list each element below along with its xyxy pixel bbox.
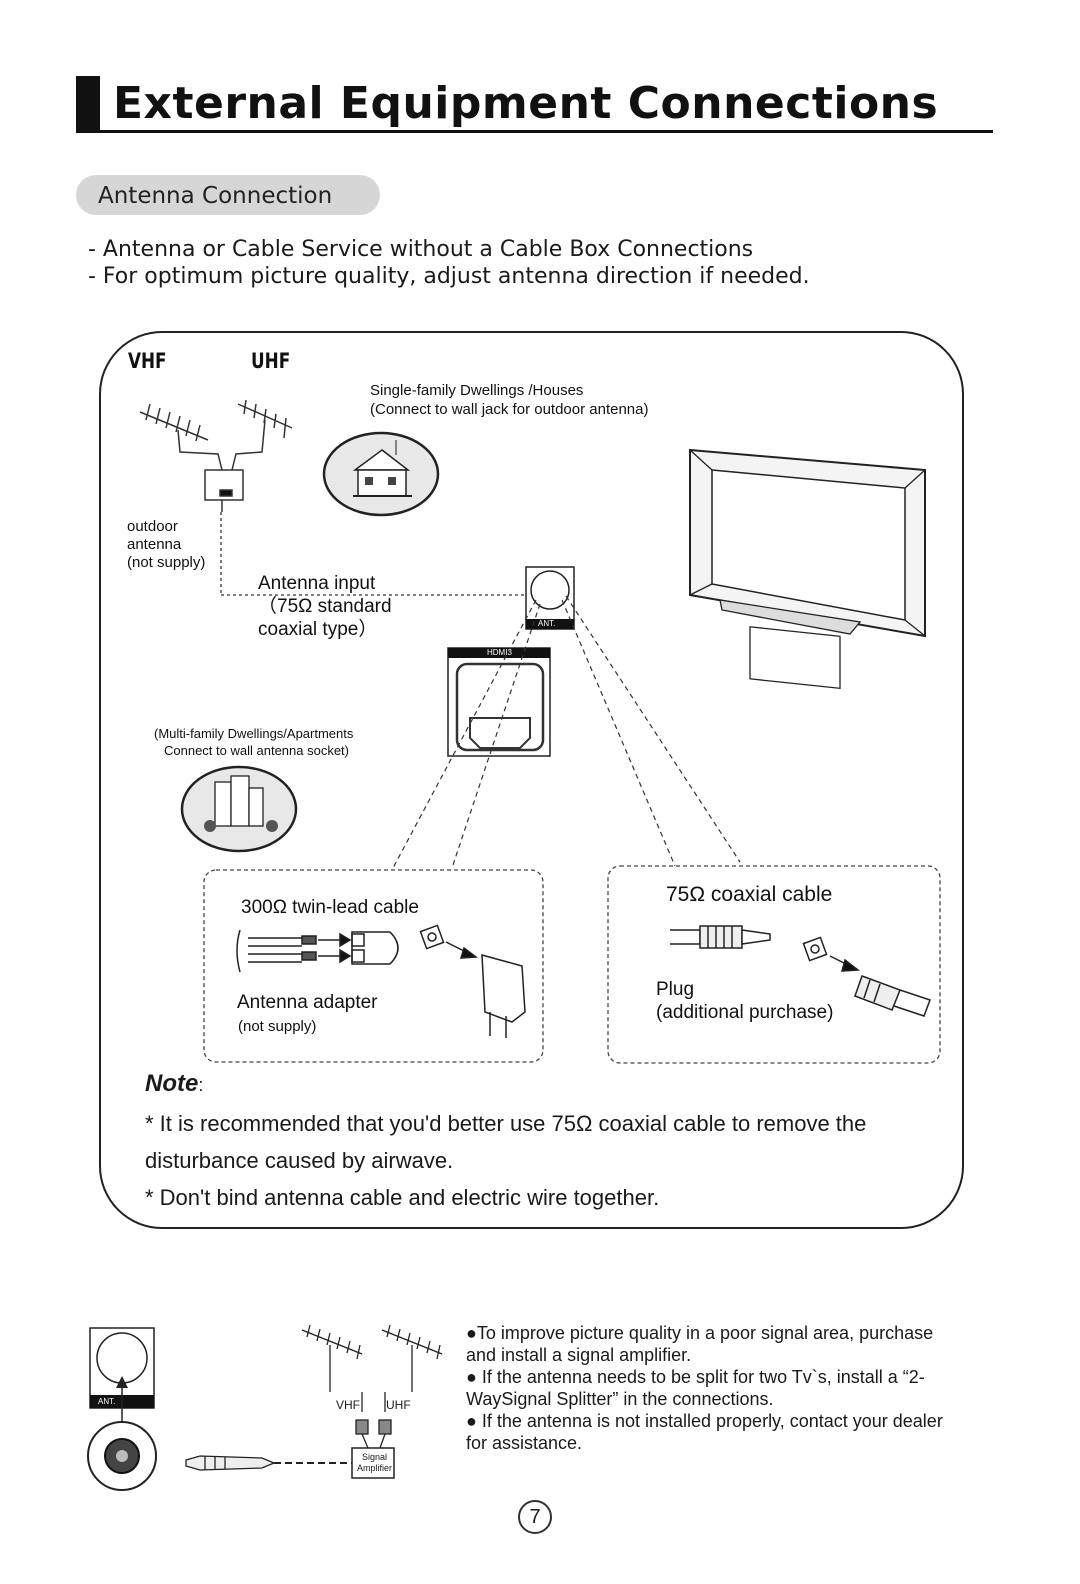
house-icon bbox=[322, 431, 440, 517]
amp-bullet-4: WaySignal Splitter” in the connections. bbox=[466, 1389, 774, 1409]
uhf-label: UHF bbox=[251, 349, 291, 373]
bottom-ant-label: ANT. bbox=[98, 1397, 116, 1406]
antenna-input-label-1: Antenna input bbox=[258, 573, 376, 594]
section-title: Antenna Connection bbox=[98, 183, 333, 209]
outdoor-antenna-icon bbox=[139, 399, 293, 512]
outdoor-antenna-label-1: outdoor bbox=[127, 518, 178, 535]
bottom-uhf-label: UHF bbox=[386, 1398, 411, 1412]
title-accent-bar bbox=[76, 76, 100, 132]
note-colon: : bbox=[198, 1075, 204, 1095]
signal-label: Signal bbox=[362, 1452, 388, 1462]
single-family-label-1: Single-family Dwellings /Houses bbox=[370, 382, 584, 399]
multi-family-label-2: Connect to wall antenna socket) bbox=[164, 743, 349, 758]
page-title: External Equipment Connections bbox=[113, 78, 939, 129]
coaxial-cable-label: 75Ω coaxial cable bbox=[666, 883, 833, 906]
bottom-vhf-label: VHF bbox=[336, 1398, 360, 1412]
twin-lead-cable-icon bbox=[236, 929, 399, 973]
page-number: 7 bbox=[518, 1500, 552, 1534]
apartment-icon bbox=[180, 765, 298, 853]
note-line-2: disturbance caused by airwave. bbox=[145, 1148, 454, 1173]
antenna-adapter-icon bbox=[419, 924, 526, 1038]
note-line-3: * Don't bind antenna cable and electric … bbox=[145, 1185, 660, 1210]
tv-back-icon bbox=[689, 448, 926, 690]
note-title: Note: bbox=[145, 1070, 203, 1098]
diagram-panel bbox=[99, 331, 964, 1229]
multi-family-label-1: (Multi-family Dwellings/Apartments bbox=[154, 726, 354, 741]
amp-bullet-5: ● If the antenna is not installed proper… bbox=[466, 1411, 943, 1431]
plug-icon bbox=[802, 936, 931, 1017]
hdmi-panel-icon bbox=[447, 647, 551, 757]
amp-bullet-1: ●To improve picture quality in a poor si… bbox=[466, 1323, 934, 1343]
bottom-ant-port-icon bbox=[87, 1327, 157, 1491]
antenna-input-label-2: （75Ω standard bbox=[258, 596, 392, 617]
plug-label-2: (additional purchase) bbox=[656, 1002, 834, 1023]
single-family-label-2: (Connect to wall jack for outdoor antenn… bbox=[370, 401, 649, 418]
bottom-antennas-icon bbox=[185, 1324, 443, 1479]
amp-bullet-2: and install a signal amplifier. bbox=[466, 1345, 692, 1365]
plug-label-1: Plug bbox=[656, 979, 695, 1000]
outdoor-antenna-label-2: antenna bbox=[127, 536, 182, 553]
amp-bullet-3: ● If the antenna needs to be split for t… bbox=[466, 1367, 925, 1387]
outdoor-antenna-label-3: (not supply) bbox=[127, 554, 206, 571]
ant-port-icon bbox=[525, 566, 575, 630]
adapter-not-supply-label: (not supply) bbox=[238, 1018, 317, 1035]
section-pill bbox=[76, 175, 380, 215]
intro-line-2: - For optimum picture quality, adjust an… bbox=[88, 264, 810, 289]
title-underline bbox=[76, 130, 993, 133]
note-title-text: Note bbox=[145, 1070, 199, 1097]
coaxial-cable-icon bbox=[670, 925, 771, 949]
vhf-label: VHF bbox=[128, 349, 167, 373]
antenna-input-label-3: coaxial type） bbox=[258, 619, 378, 640]
antenna-adapter-label: Antenna adapter bbox=[237, 992, 378, 1013]
twin-lead-box bbox=[203, 869, 544, 1063]
ant-port-label: ANT. bbox=[538, 619, 556, 628]
hdmi-label: HDMI3 bbox=[487, 648, 512, 657]
note-line-1: * It is recommended that you'd better us… bbox=[145, 1111, 867, 1136]
amplifier-label: Amplifier bbox=[357, 1463, 393, 1473]
coaxial-box bbox=[607, 865, 941, 1064]
intro-line-1: - Antenna or Cable Service without a Cab… bbox=[88, 237, 754, 262]
amp-bullet-6: for assistance. bbox=[466, 1433, 583, 1453]
twin-lead-label: 300Ω twin-lead cable bbox=[241, 897, 419, 918]
